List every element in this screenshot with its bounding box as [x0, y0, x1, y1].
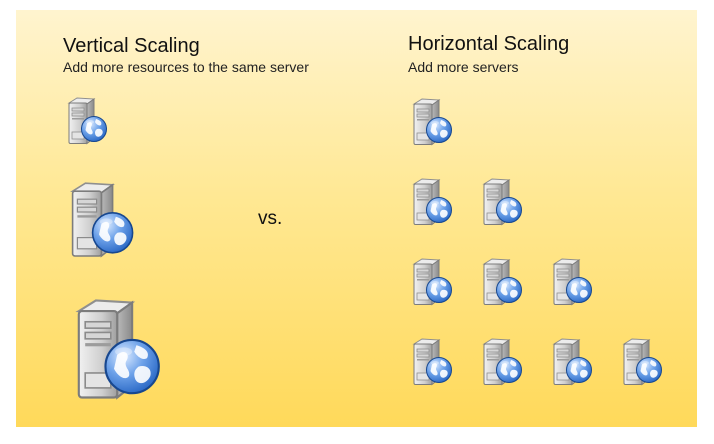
web-server-icon	[553, 258, 592, 305]
web-server-icon	[483, 338, 522, 385]
web-server-icon	[553, 338, 592, 385]
web-server-icon	[483, 178, 522, 225]
web-server-icon	[623, 338, 662, 385]
web-server-icon	[68, 97, 107, 144]
web-server-icon	[413, 258, 452, 305]
horizontal-scaling-title: Horizontal Scaling	[408, 33, 570, 55]
web-server-icon	[71, 182, 134, 257]
web-server-icon	[413, 178, 452, 225]
versus-label: vs.	[258, 208, 283, 229]
web-server-icon	[77, 299, 160, 399]
vertical-scaling-subtitle: Add more resources to the same server	[63, 59, 309, 75]
web-server-icon	[413, 98, 452, 145]
horizontal-scaling-subtitle: Add more servers	[408, 59, 519, 75]
vertical-scaling-title: Vertical Scaling	[63, 35, 200, 57]
web-server-icon	[483, 258, 522, 305]
web-server-icon	[413, 338, 452, 385]
